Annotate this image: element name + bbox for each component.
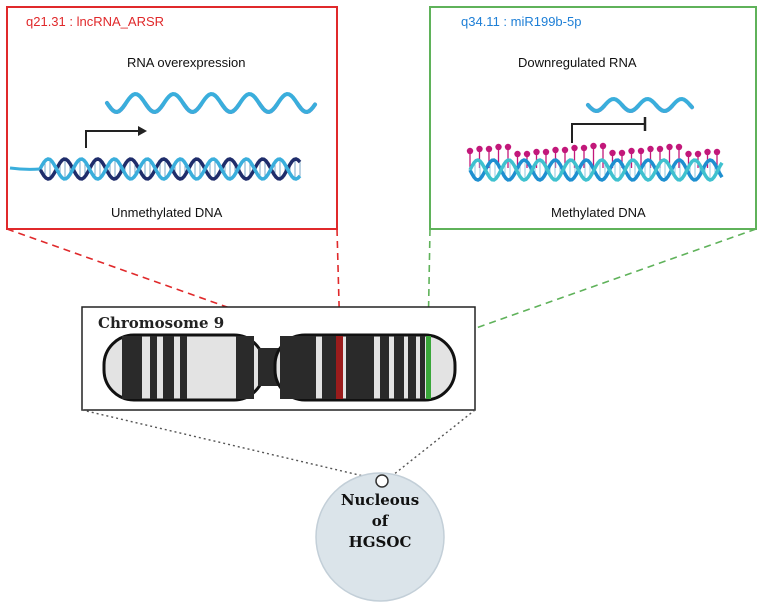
methyl-group-dot [647, 145, 654, 153]
methyl-group-dot [514, 150, 521, 158]
methyl-group-dot [599, 142, 607, 150]
methyl-group-dot [485, 145, 493, 153]
left-panel-box [6, 6, 338, 230]
chromosome-q-arm [273, 333, 457, 402]
unmethylated-dna-caption: Unmethylated DNA [111, 205, 223, 220]
green-connector-right [427, 228, 757, 346]
methyl-group-dot [571, 144, 578, 152]
dna-strand [468, 158, 724, 182]
red-connector-right [336, 228, 341, 341]
methyl-group-dot [637, 147, 645, 155]
rna-overexpressed-strand-cyan [105, 91, 317, 115]
right-locus-label: q34.11 : miR199b-5p [461, 14, 582, 29]
dotted-line-left [81, 409, 377, 480]
methyl-group-dot [533, 148, 540, 156]
methyl-group-dot [466, 147, 474, 155]
nucleus-line-2: of [371, 512, 389, 530]
green-band-marker [426, 336, 431, 399]
right-panel-box [429, 6, 757, 230]
methyl-group-dot [713, 148, 721, 156]
chromosome-title: Chromosome 9 [98, 314, 225, 332]
methyl-group-dot [495, 143, 502, 151]
methyl-group-dot [542, 148, 550, 156]
rna-downregulated-strand-cyan [586, 96, 694, 114]
methyl-group-dot [552, 146, 559, 154]
chromosome-p-arm [102, 333, 266, 402]
methyl-group-dot [618, 149, 626, 157]
methyl-group-dot [628, 147, 635, 155]
left-locus-label: q21.31 : lncRNA_ARSR [26, 14, 165, 29]
methyl-group-dot [694, 150, 702, 158]
unmethylated-dna-helix [9, 157, 302, 181]
methyl-group-dot [685, 150, 692, 158]
dna-strand [38, 157, 302, 181]
dna-tail [9, 166, 41, 171]
methyl-group-dot [656, 145, 664, 153]
transcription-arrowhead [138, 126, 147, 136]
methylated-dna-helix [468, 158, 724, 182]
nucleus-circle [315, 472, 445, 602]
dna-strand [38, 157, 302, 181]
methyl-group-dot [580, 144, 588, 152]
methyl-group-dot [590, 142, 597, 150]
nucleus-locus-dot [375, 474, 389, 488]
nucleus-label: Nucleous of HGSOC [316, 490, 444, 553]
rna-overexpression-caption: RNA overexpression [127, 55, 246, 70]
methyl-group-dot [476, 145, 483, 153]
transcription-arrow [85, 130, 138, 148]
dotted-line-right [387, 409, 476, 480]
methylated-dna-caption: Methylated DNA [551, 205, 646, 220]
green-connector-left [427, 228, 431, 341]
repression-bar [571, 123, 645, 143]
nucleus-line-3: HGSOC [348, 533, 412, 551]
methyl-group-dot [561, 146, 569, 154]
dna-strand [468, 158, 724, 182]
red-band-marker [336, 336, 343, 399]
methyl-group-dot [609, 149, 616, 157]
methyl-group-dot [675, 143, 683, 151]
methyl-group-dot [523, 150, 531, 158]
methyl-group-dot [666, 143, 673, 151]
methyl-group-dot [704, 148, 711, 156]
downregulated-rna-caption: Downregulated RNA [518, 55, 637, 70]
nucleus-line-1: Nucleous [340, 491, 420, 509]
methyl-group-dot [504, 143, 512, 151]
